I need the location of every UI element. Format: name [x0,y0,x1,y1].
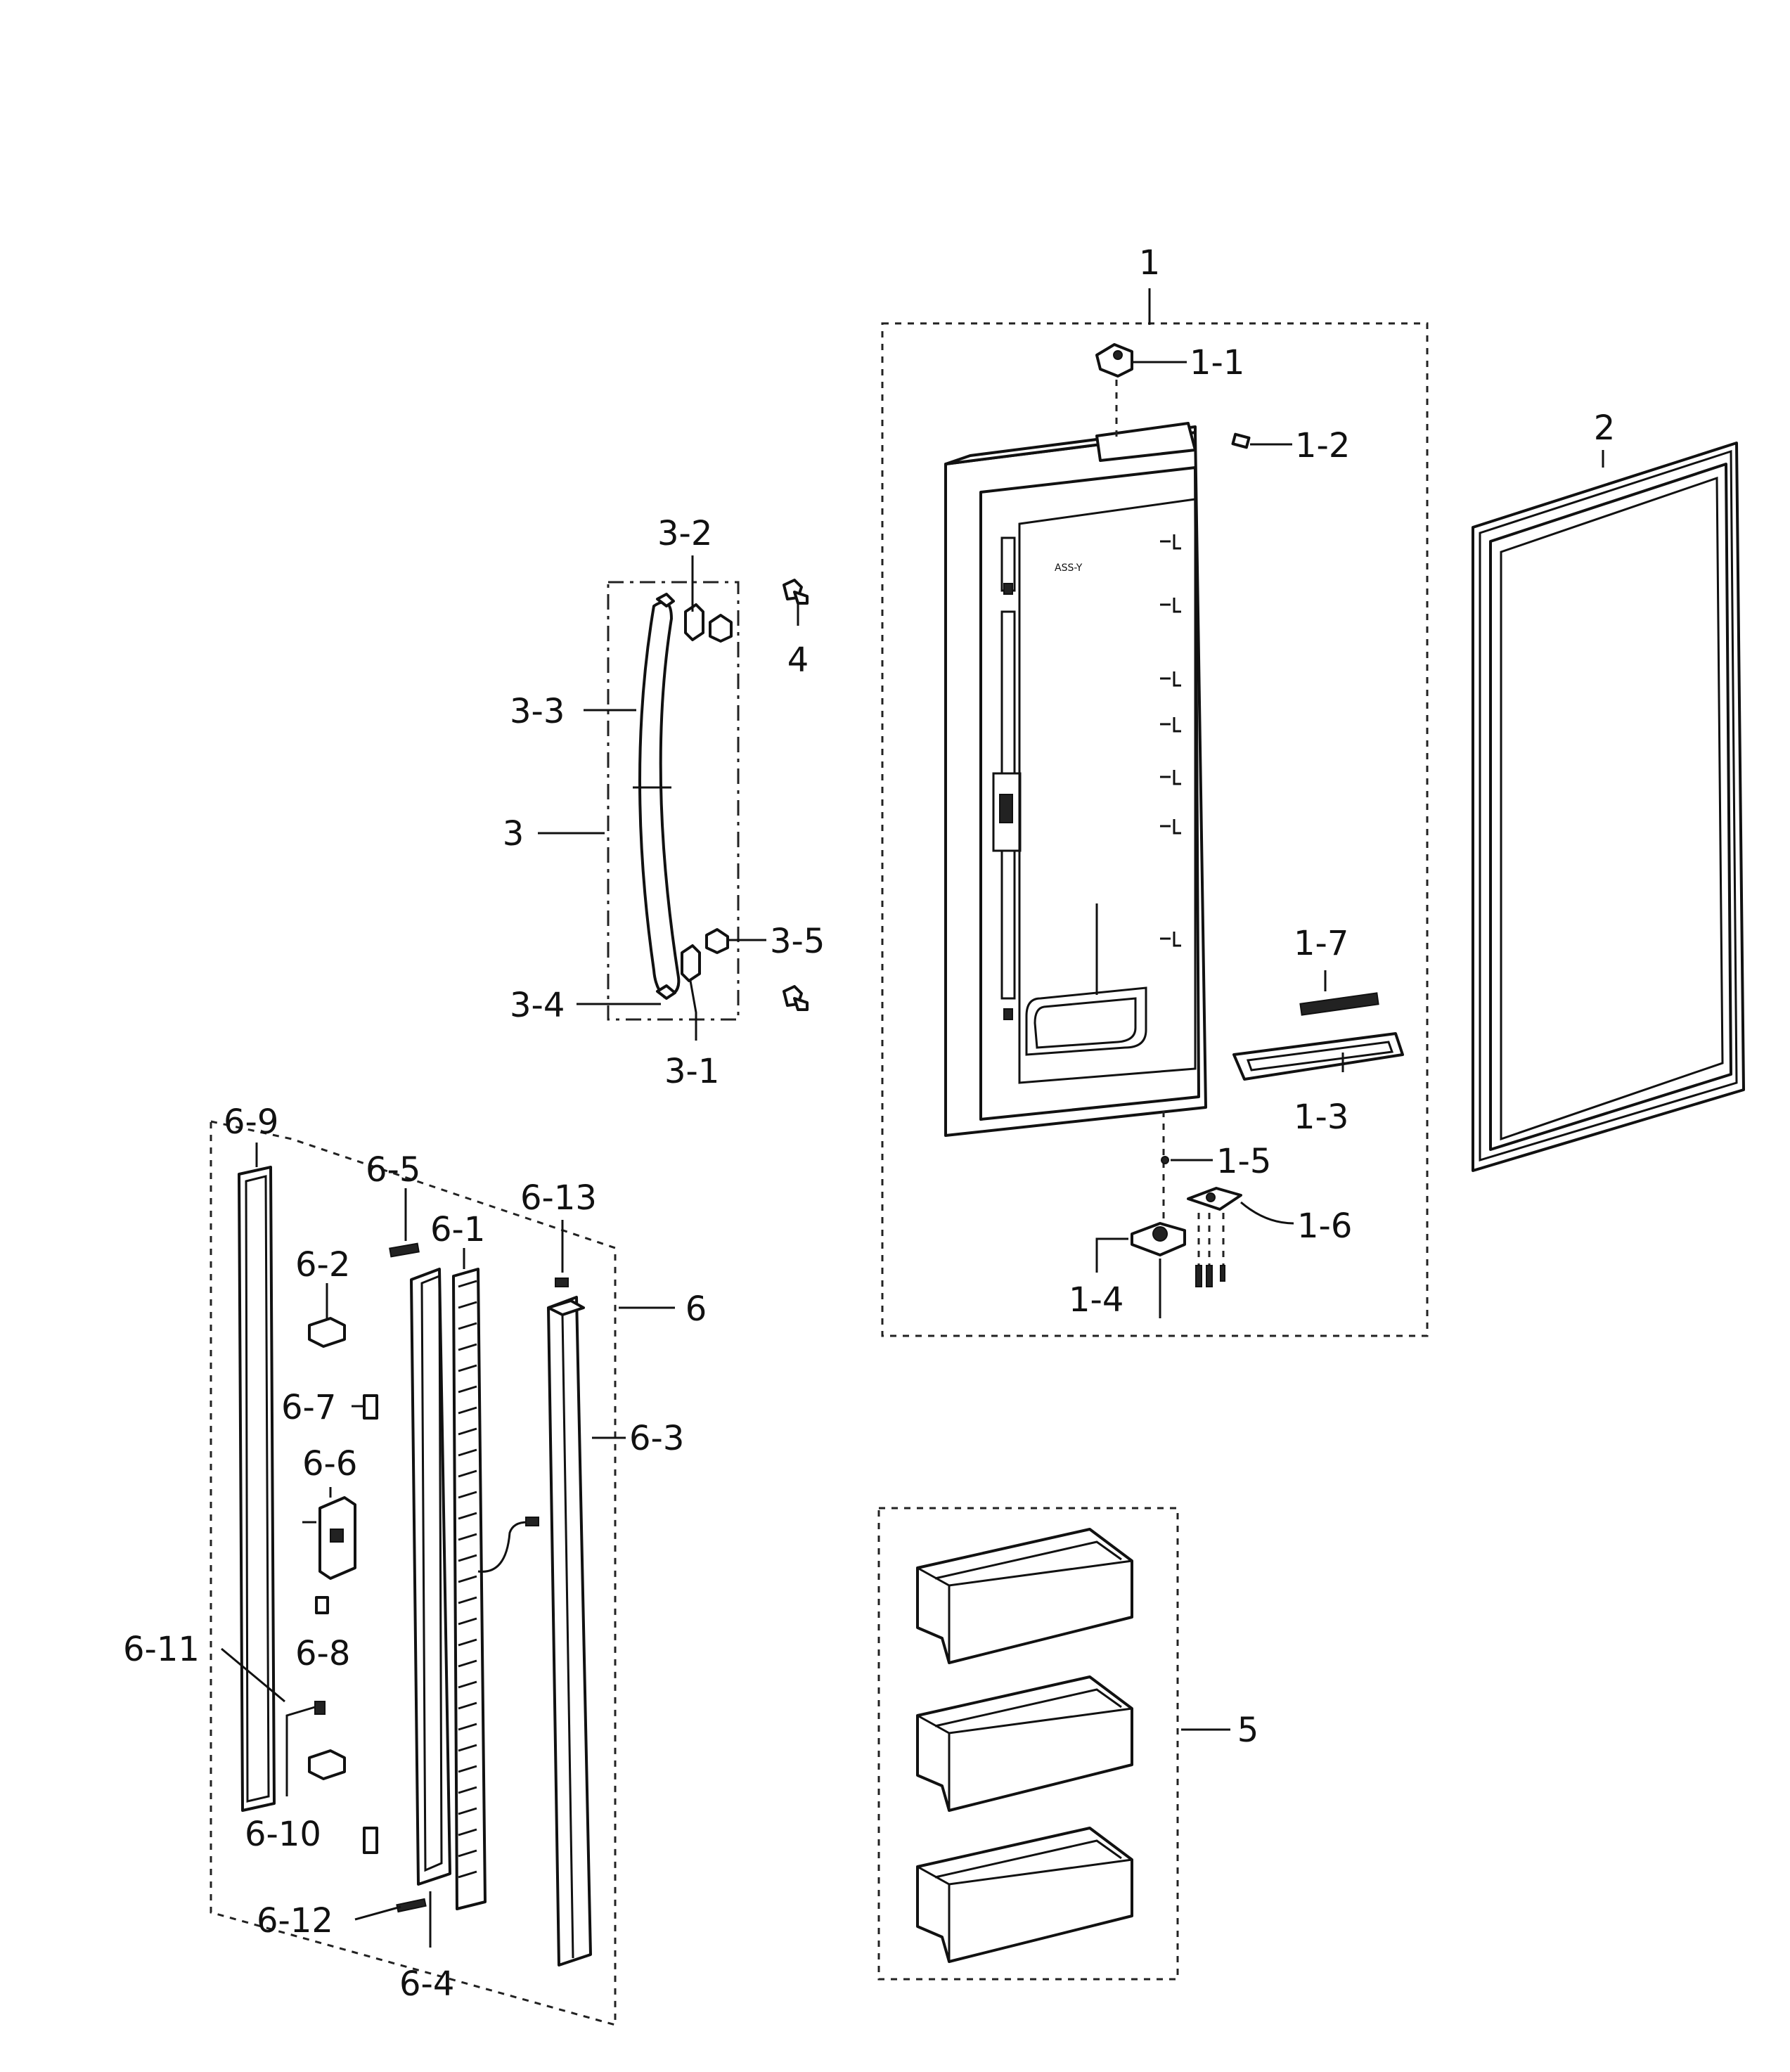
label-6-12: 6-12 [257,1901,333,1941]
handle-bottom-mount [681,944,701,982]
label-3-1: 3-1 [664,1052,719,1091]
label-1-2: 1-2 [1295,426,1350,465]
label-2: 2 [1594,408,1616,448]
label-6-3: 6-3 [629,1419,684,1458]
door-bin-1 [916,1528,1133,1664]
label-3-5: 3-5 [770,922,825,961]
mullion-body [410,1268,451,1886]
label-3-3: 3-3 [510,692,565,731]
label-6-8: 6-8 [295,1634,350,1673]
door-body: ASS-Y [944,422,1207,1137]
label-1: 1 [1139,243,1161,283]
handle-screws [783,579,809,1011]
label-1-7: 1-7 [1294,924,1348,963]
label-6: 6 [685,1289,707,1329]
group-6-boundary [210,1120,617,2026]
door-bins-group [877,1507,1230,1981]
bottom-hinge-bracket [1131,1222,1186,1256]
mullion-cover [547,1296,592,1967]
door-strip [1299,992,1379,1016]
label-6-2: 6-2 [295,1245,350,1285]
mullion-hinge-block [302,1496,356,1580]
label-1-1: 1-1 [1190,343,1244,382]
label-6-6: 6-6 [302,1444,357,1484]
label-6-10: 6-10 [245,1815,321,1854]
group-1-boundary [881,322,1429,1337]
label-6-4: 6-4 [399,1964,454,2004]
mullion-screw [314,1701,326,1715]
door-bin-2 [916,1675,1133,1812]
door-assembly-group: ASS-Y [881,288,1429,1337]
label-6-11: 6-11 [123,1630,200,1669]
label-1-3: 1-3 [1294,1098,1348,1137]
mullion-pin [389,1242,420,1258]
mullion-small-part [315,1596,329,1614]
door-bottom-cover [1232,1032,1404,1081]
handle-top-mount [684,603,704,641]
label-6-13: 6-13 [520,1178,597,1218]
top-hinge-cap [1095,343,1133,378]
hinge-block [1231,432,1251,449]
bottom-hinge-plate [1187,1187,1242,1211]
label-1-5: 1-5 [1216,1142,1271,1181]
mullion-cap [555,1278,569,1287]
mullion-bottom-pin [396,1898,427,1913]
hinge-pin-screw [1161,1156,1169,1164]
label-6-5: 6-5 [366,1150,420,1190]
mullion-stopper [363,1394,378,1420]
group-5-boundary [877,1507,1179,1981]
mullion-frame [238,1166,276,1812]
mullion-heater [452,1268,539,1910]
label-1-6: 1-6 [1297,1206,1352,1246]
label-3-2: 3-2 [657,514,712,553]
group-3-boundary [607,581,740,1021]
svg-text:ASS-Y: ASS-Y [1055,562,1083,574]
label-3-4: 3-4 [510,986,565,1025]
mullion-clip [308,1317,346,1348]
label-6-1: 6-1 [430,1210,485,1249]
callout-labels: 1 1-1 1-2 1-7 1-3 1-5 1-6 1-4 2 3-2 4 3-… [123,243,1615,2004]
label-4: 4 [787,641,809,680]
door-handle [638,600,681,998]
label-5: 5 [1237,1711,1259,1750]
door-bin-3 [916,1827,1133,1963]
door-gasket [1472,442,1745,1172]
mullion-group [210,1120,675,2026]
label-6-7: 6-7 [281,1388,336,1427]
label-1-4: 1-4 [1069,1280,1123,1320]
label-6-9: 6-9 [224,1102,278,1142]
handle-group [538,555,766,1041]
label-3: 3 [503,814,524,854]
